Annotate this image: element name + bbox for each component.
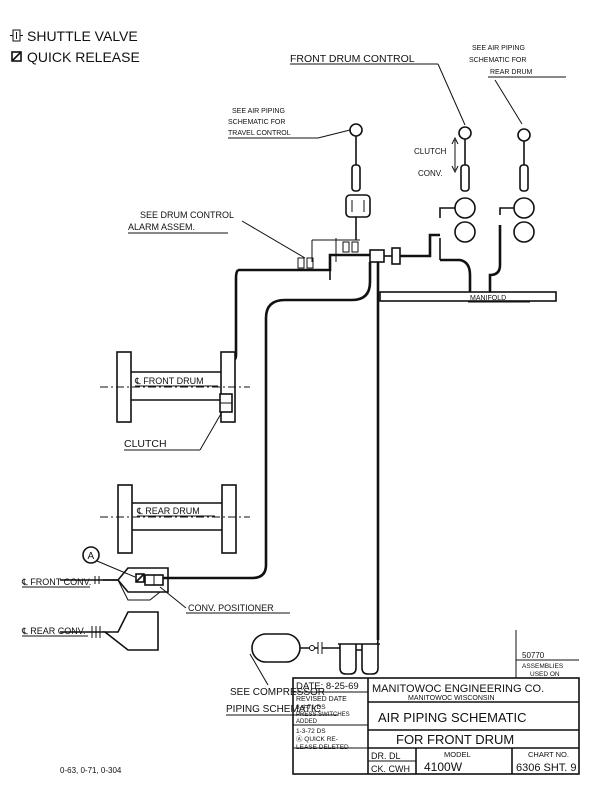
compressor-label-2: PIPING SCHEMATIC — [226, 704, 321, 715]
revision-line-5: 1-3-72 DS — [296, 728, 326, 735]
checked-by: CK. CWH — [371, 764, 410, 774]
conv-lever-label: CONV. — [418, 169, 443, 178]
legend-quick-release-label: QUICK RELEASE — [27, 49, 140, 65]
rear-conv-unit — [60, 611, 159, 651]
revision-line-4: ADDED — [296, 719, 318, 725]
front-drum-label: ℄ FRONT DRUM — [134, 376, 204, 386]
air-piping — [224, 217, 502, 651]
assemblies-number: 50770 — [522, 651, 545, 660]
quick-release-icon — [135, 573, 145, 583]
clutch-actuator — [219, 393, 233, 413]
svg-text:A: A — [88, 551, 95, 562]
rear-drum — [100, 484, 250, 554]
drum-alarm-label-2: ALARM ASSEM. — [128, 222, 195, 232]
front-drum-control-valves — [439, 197, 476, 260]
assemblies-label-2: USED ON — [530, 671, 560, 678]
drum-alarm-leader — [241, 220, 306, 259]
revision-line-6: Ⓐ QUICK RE- — [296, 735, 338, 743]
filter-units — [338, 643, 380, 675]
date-value: DATE: 8-25-69 — [296, 681, 359, 692]
legend: SHUTTLE VALVE QUICK RELEASE — [10, 28, 140, 65]
front-drum-control-label: FRONT DRUM CONTROL — [290, 53, 415, 65]
drawn-by: DR. DL — [371, 751, 401, 761]
compressor-leader — [249, 653, 269, 686]
svg-text:SCHEMATIC FOR: SCHEMATIC FOR — [469, 57, 526, 64]
rear-drum-reference-note: SEE AIR PIPING SCHEMATIC FOR REAR DRUM — [469, 45, 566, 125]
svg-text:SEE AIR PIPING: SEE AIR PIPING — [472, 45, 525, 52]
conv-positioner-label: CONV. POSITIONER — [188, 603, 274, 613]
front-drum-control-leader — [437, 63, 466, 126]
revision-line-2: 3-4-71 DS — [296, 704, 326, 711]
front-drum-control-lever — [458, 126, 472, 192]
travel-control-reference-note: SEE AIR PIPING SCHEMATIC FOR TRAVEL CONT… — [228, 108, 351, 139]
drawing-title-2: FOR FRONT DRUM — [396, 732, 514, 747]
clutch-leader — [199, 411, 223, 451]
clutch-lever-label: CLUTCH — [414, 147, 447, 156]
svg-text:REAR DRUM: REAR DRUM — [490, 69, 533, 76]
rear-conv-label: ℄ REAR CONV. — [21, 626, 85, 636]
manifold-label: MANIFOLD — [470, 295, 506, 302]
rear-drum-control-valves — [499, 197, 535, 243]
conv-supply-pipe — [163, 564, 268, 580]
revision-line-1: REVISED DATE — [296, 696, 347, 703]
revision-line-7: LEASE DELETED — [296, 744, 349, 751]
model-label: MODEL — [444, 750, 471, 759]
clutch-label: CLUTCH — [124, 438, 167, 450]
drum-alarm-label-1: SEE DRUM CONTROL — [140, 210, 234, 220]
callout-a: A — [82, 546, 136, 578]
legend-shuttle-valve-label: SHUTTLE VALVE — [27, 28, 138, 44]
shuttle-valve-icon — [10, 29, 23, 42]
conv-positioner-leader — [159, 586, 187, 609]
footer-note: 0-63, 0-71, 0-304 — [60, 766, 122, 775]
chart-number-label: CHART NO. — [528, 750, 569, 759]
conv-positioner-cylinder — [144, 574, 164, 586]
manifold: MANIFOLD — [379, 291, 557, 303]
front-conv-label: ℄ FRONT CONV. — [21, 577, 91, 587]
compressor-label-1: SEE COMPRESSOR — [230, 687, 325, 698]
quick-release-icon — [11, 51, 22, 62]
pressure-switch-icon — [297, 257, 314, 269]
pressure-switch-icon — [342, 241, 359, 253]
svg-text:SEE AIR PIPING: SEE AIR PIPING — [232, 108, 285, 115]
rear-drum-control-lever — [517, 128, 531, 192]
chart-number-value: 6306 SHT. 9 — [516, 762, 577, 774]
rear-drum-label: ℄ REAR DRUM — [136, 506, 200, 516]
arrow-up-down-icon — [451, 136, 459, 174]
model-value: 4100W — [424, 760, 463, 774]
front-drum — [100, 351, 250, 423]
company-city: MANITOWOC WISCONSIN — [408, 695, 495, 702]
drawing-title-1: AIR PIPING SCHEMATIC — [378, 710, 527, 725]
revision-line-3: PRESS SWITCHES — [296, 712, 350, 718]
air-tank — [251, 633, 340, 663]
assemblies-label-1: ASSEMBLIES — [522, 663, 564, 670]
travel-control-lever — [345, 123, 371, 218]
svg-text:SCHEMATIC FOR: SCHEMATIC FOR — [228, 119, 285, 126]
company-name: MANITOWOC ENGINEERING CO. — [372, 683, 544, 695]
title-block — [292, 630, 580, 775]
svg-text:TRAVEL CONTROL: TRAVEL CONTROL — [228, 130, 291, 137]
